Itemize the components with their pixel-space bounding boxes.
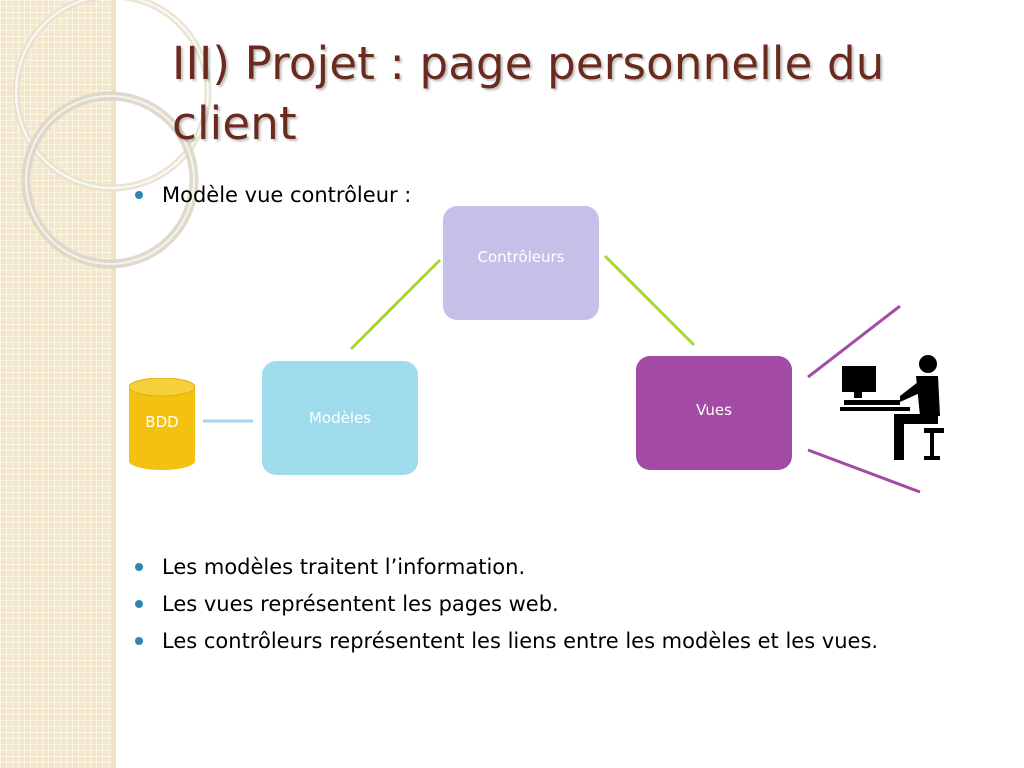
controleurs-label: Contrôleurs	[477, 248, 565, 266]
vues-node: Vues	[636, 356, 792, 470]
bdd-label: BDD	[145, 413, 179, 431]
controleurs-node: Contrôleurs	[443, 206, 599, 320]
modeles-label: Modèles	[308, 409, 372, 427]
bullet-controleurs: Les contrôleurs représentent les liens e…	[135, 628, 942, 655]
side-decoration-edge	[112, 0, 116, 768]
slide-title: III) Projet : page personnelle du client	[172, 37, 885, 150]
database-icon	[129, 378, 195, 470]
link-vues-user-bottom	[807, 448, 921, 494]
computer-user-icon	[840, 355, 944, 460]
decorative-rings	[12, 0, 212, 269]
link-modeles-controleurs	[349, 258, 442, 351]
intro-bullet: Modèle vue contrôleur :	[134, 183, 412, 207]
vues-label: Vues	[696, 401, 732, 419]
bullet-modeles: Les modèles traitent l’information.	[134, 555, 526, 579]
link-controleurs-vues	[603, 254, 696, 347]
side-decoration-strip	[0, 0, 112, 768]
modeles-node: Modèles	[262, 361, 418, 475]
link-vues-user-top	[807, 304, 901, 379]
bullet-vues: Les vues représentent les pages web.	[135, 592, 559, 616]
